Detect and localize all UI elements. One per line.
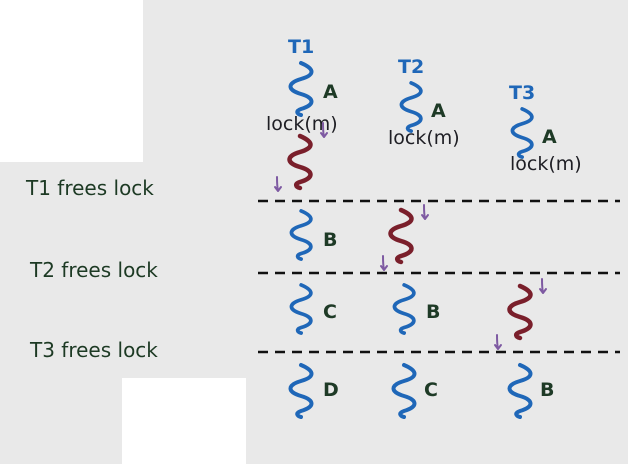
t3-lock-label: lock(m) bbox=[510, 153, 582, 175]
label-t1-frees-lock: T1 frees lock bbox=[25, 176, 154, 200]
t2-segment-c-icon bbox=[391, 363, 417, 419]
thread-title-t2: T2 bbox=[398, 56, 424, 78]
t2-segment-a-icon bbox=[399, 80, 423, 134]
t2-lock-label: lock(m) bbox=[388, 127, 460, 149]
t1-segment-c-icon bbox=[289, 282, 313, 336]
t1-segment-b-icon bbox=[289, 208, 313, 262]
t3-segment-a-label: A bbox=[542, 126, 557, 148]
t2-segment-b-label: B bbox=[426, 301, 440, 323]
t3-waiting-icon bbox=[510, 286, 531, 338]
t3-lock-arrow-icon bbox=[539, 278, 547, 294]
thread-title-t1: T1 bbox=[288, 36, 314, 58]
t1-segment-b-label: B bbox=[323, 229, 337, 251]
label-t2-frees-lock: T2 frees lock bbox=[29, 258, 158, 282]
t3-segment-a-icon bbox=[510, 106, 534, 160]
paper-patch-bottom bbox=[122, 378, 246, 464]
thread-title-t3: T3 bbox=[509, 82, 535, 104]
t1-segment-c-label: C bbox=[323, 301, 337, 323]
t1-wake-arrow-icon bbox=[274, 176, 282, 192]
t1-segment-d-icon bbox=[288, 363, 314, 419]
paper-patch-top-left bbox=[0, 0, 143, 162]
label-t3-frees-lock: T3 frees lock bbox=[29, 338, 158, 362]
t1-segment-a-icon bbox=[288, 61, 314, 117]
t1-lock-label: lock(m) bbox=[266, 113, 338, 135]
t3-segment-b-label: B bbox=[540, 379, 554, 401]
t1-segment-a-label: A bbox=[323, 81, 338, 103]
t3-wake-arrow-icon bbox=[494, 334, 502, 350]
t1-segment-d-label: D bbox=[323, 379, 339, 401]
t2-wake-arrow-icon bbox=[380, 255, 388, 271]
t1-waiting-icon bbox=[290, 136, 311, 188]
t2-segment-c-label: C bbox=[424, 379, 438, 401]
t2-lock-arrow-icon bbox=[421, 204, 429, 220]
t2-segment-b-icon bbox=[392, 282, 416, 336]
t2-segment-a-label: A bbox=[431, 100, 446, 122]
t3-segment-b-icon bbox=[507, 363, 533, 419]
t2-waiting-icon bbox=[391, 210, 412, 262]
